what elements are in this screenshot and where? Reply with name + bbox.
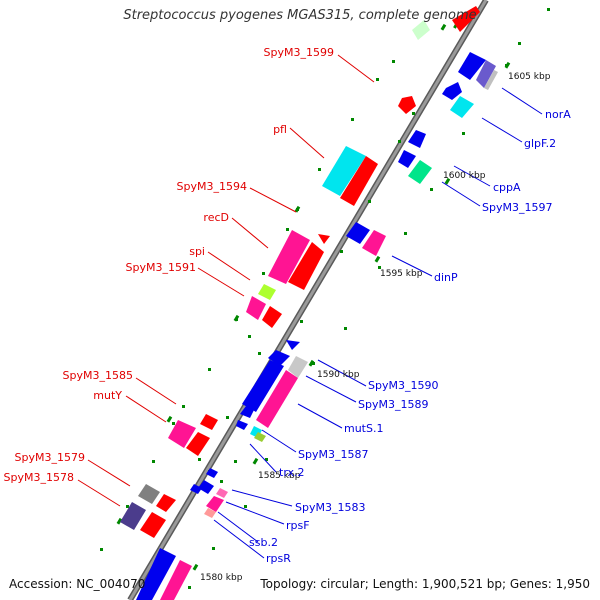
gene-label: rpsF [286, 519, 310, 532]
gene-feature [204, 508, 216, 518]
tick-label: 1585 kbp [258, 471, 301, 481]
gene-label: SpyM3_1587 [298, 448, 368, 461]
gene-feature [236, 420, 248, 430]
gene-feature [136, 548, 176, 600]
gene-label: SpyM3_1599 [264, 46, 334, 59]
gene-label: trx.2 [279, 466, 305, 479]
gene-feature [198, 480, 214, 494]
gene-feature [450, 96, 474, 118]
gene-label: mutY [93, 389, 122, 402]
gene-feature [362, 230, 386, 256]
gene-feature [484, 70, 498, 90]
track-dots [100, 8, 550, 589]
gene-feature [140, 512, 166, 538]
gene-feature [246, 296, 266, 320]
gene-feature [242, 360, 284, 412]
gene-feature [408, 160, 432, 184]
gene-feature [262, 306, 282, 328]
gene-label: ssb.2 [249, 536, 278, 549]
gene-feature [340, 156, 378, 206]
gene-feature [412, 20, 430, 40]
gene-feature [120, 502, 146, 530]
gene-label: norA [545, 108, 571, 121]
gene-feature [168, 420, 196, 448]
gene-label: SpyM3_1594 [177, 180, 247, 193]
gene-feature [186, 432, 210, 456]
gene-feature [318, 234, 330, 244]
tick-label: 1595 kbp [380, 269, 423, 279]
gene-feature [288, 242, 324, 290]
gene-feature [200, 414, 218, 430]
tick-label: 1580 kbp [200, 573, 243, 583]
gene-feature [156, 494, 176, 512]
gene-labels-right: norA glpF.2 cppA SpyM3_1597 dinP SpyM3_1… [249, 108, 571, 565]
gene-label: mutS.1 [344, 422, 383, 435]
gene-label: cppA [493, 181, 521, 194]
leader-lines [77, 54, 543, 559]
gene-label: dinP [434, 271, 458, 284]
map-title: Streptococcus pyogenes MGAS315, complete… [123, 8, 477, 23]
gene-feature [398, 150, 416, 168]
gene-label: rpsR [266, 552, 291, 565]
gene-feature [258, 284, 276, 300]
gene-feature [452, 6, 480, 32]
genome-summary-text: Topology: circular; Length: 1,900,521 bp… [260, 577, 590, 591]
gene-labels-left: SpyM3_1599 pfl SpyM3_1594 recD spi SpyM3… [4, 46, 334, 484]
tick-labels: 1605 kbp 1600 kbp 1595 kbp 1590 kbp 1585… [200, 72, 551, 583]
gene-feature [286, 340, 300, 350]
gene-feature [190, 484, 202, 494]
gene-feature [322, 146, 366, 196]
gene-feature [442, 82, 462, 100]
gene-label: SpyM3_1579 [15, 451, 85, 464]
gene-features [120, 6, 498, 600]
gene-feature [458, 52, 486, 80]
gene-feature [476, 60, 496, 88]
gene-label: SpyM3_1591 [126, 261, 196, 274]
gene-label: pfl [273, 123, 287, 136]
gene-feature [346, 222, 370, 244]
gene-feature [206, 496, 224, 512]
gene-label: SpyM3_1578 [4, 471, 74, 484]
gene-label: recD [203, 211, 229, 224]
gene-feature [268, 350, 290, 366]
gene-feature [408, 130, 426, 148]
gene-label: glpF.2 [524, 137, 556, 150]
gene-label: SpyM3_1597 [482, 201, 552, 214]
tick-label: 1600 kbp [443, 171, 486, 181]
accession-text: Accession: NC_004070 [9, 577, 146, 591]
genome-backbone [127, 0, 489, 600]
gene-label: SpyM3_1589 [358, 398, 428, 411]
gene-feature [288, 356, 308, 378]
gene-feature [160, 560, 192, 600]
gene-feature [254, 432, 266, 442]
gene-label: SpyM3_1583 [295, 501, 365, 514]
tick-label: 1605 kbp [508, 72, 551, 82]
gene-feature [268, 230, 310, 284]
gene-label: spi [189, 245, 205, 258]
gene-label: SpyM3_1585 [63, 369, 133, 382]
gene-feature [206, 468, 218, 478]
gene-label: SpyM3_1590 [368, 379, 438, 392]
tick-label: 1590 kbp [317, 370, 360, 380]
gene-feature [256, 370, 298, 428]
gene-feature [138, 484, 160, 504]
gene-feature [240, 406, 254, 418]
gene-feature [398, 96, 416, 114]
gene-feature [216, 488, 228, 498]
